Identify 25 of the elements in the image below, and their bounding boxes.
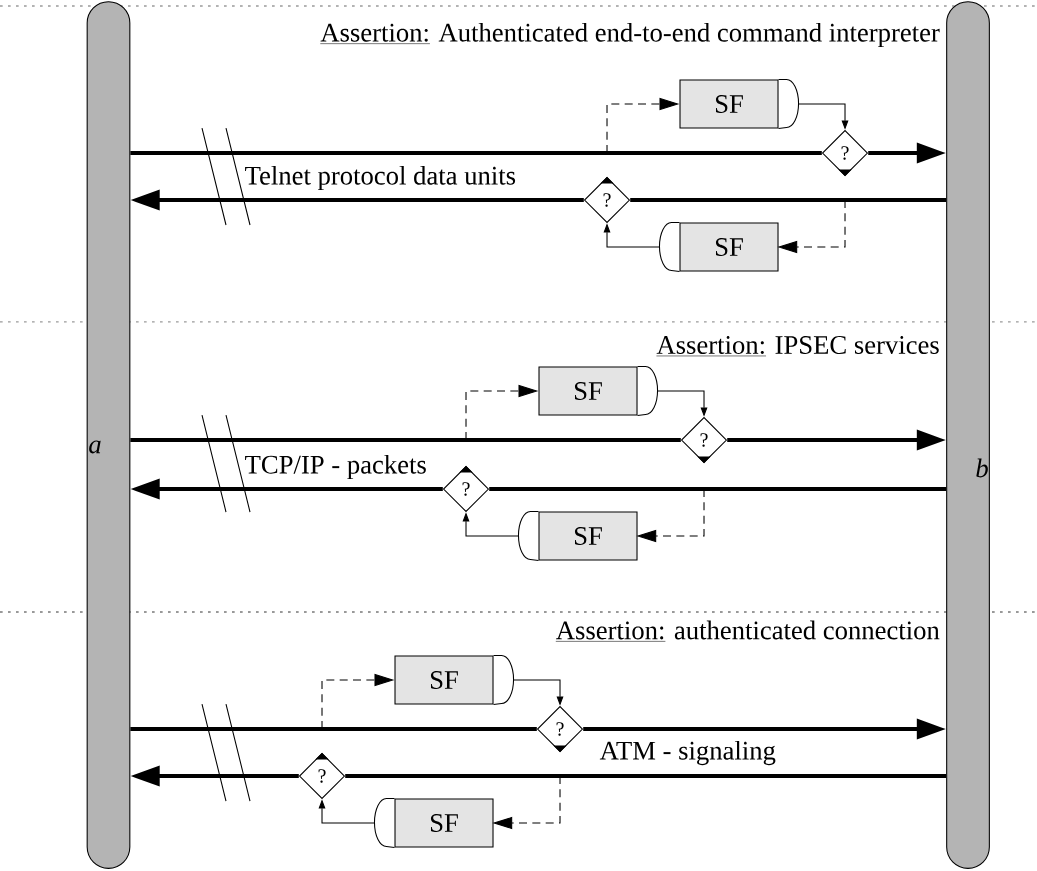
assertion-text: IPSEC services: [775, 336, 939, 354]
edge-label: TCP/IP - packets: [243, 453, 429, 481]
sf-box: SF: [394, 654, 515, 706]
line: [130, 727, 537, 731]
assertion-heading: Assertion:: [656, 336, 767, 357]
edge-label: Telnet protocol data units: [243, 164, 518, 192]
assertion-text: Authenticated end-to-end command interpreter: [438, 22, 940, 48]
sf-box: SF: [373, 797, 494, 849]
assertion-heading: Assertion:: [555, 621, 666, 642]
pillar-label: a: [89, 440, 101, 454]
assertion-text: authenticated connection: [674, 620, 940, 640]
pillar-label: b: [976, 458, 988, 478]
edge-label: ATM - signaling: [598, 739, 778, 767]
assertion-heading: Assertion:: [320, 23, 431, 44]
line: [130, 438, 681, 442]
sf-box: SF: [517, 510, 638, 562]
pillar: [946, 1, 990, 869]
line: [489, 487, 947, 491]
line: [345, 774, 947, 778]
sf-box: SF: [679, 78, 800, 130]
sf-box: SF: [538, 365, 659, 417]
sf-box: SF: [658, 221, 779, 273]
line: [630, 198, 947, 202]
line: [130, 151, 822, 155]
pillar: [86, 1, 131, 869]
